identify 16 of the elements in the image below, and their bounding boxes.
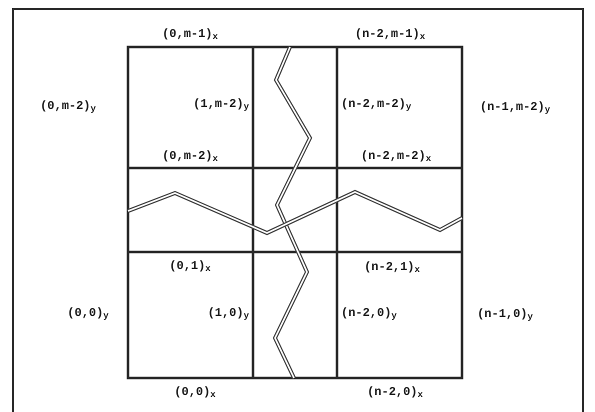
- coordinate-label: (n-2,0)$_{x}$: [367, 386, 423, 398]
- coordinate-label: (0,1)$_{x}$: [169, 260, 211, 272]
- coordinate-label: (0,m-2)$_{y}$: [40, 100, 96, 112]
- coordinate-label: (n-1,m-2)$_{y}$: [480, 101, 550, 113]
- coordinate-label: (n-2,0)$_{y}$: [341, 307, 397, 319]
- coordinate-label: (1,m-2)$_{y}$: [193, 98, 249, 110]
- coordinate-label: (n-2,1)$_{x}$: [364, 261, 420, 273]
- coordinate-label: (0,m-2)$_{x}$: [162, 150, 218, 162]
- coordinate-label: (n-2,m-2)$_{x}$: [360, 150, 432, 162]
- coordinate-label: (n-1,0)$_{y}$: [477, 308, 533, 320]
- coordinate-label: (1,0)$_{y}$: [208, 307, 249, 319]
- coordinate-label: (0,m-1)$_{x}$: [162, 28, 218, 40]
- coordinate-label: (0,0)$_{y}$: [67, 307, 109, 319]
- coordinate-label: (0,0)$_{x}$: [174, 386, 216, 398]
- coordinate-label: (n-2,m-1)$_{x}$: [354, 28, 426, 40]
- coordinate-label: (n-2,m-2)$_{y}$: [341, 98, 412, 110]
